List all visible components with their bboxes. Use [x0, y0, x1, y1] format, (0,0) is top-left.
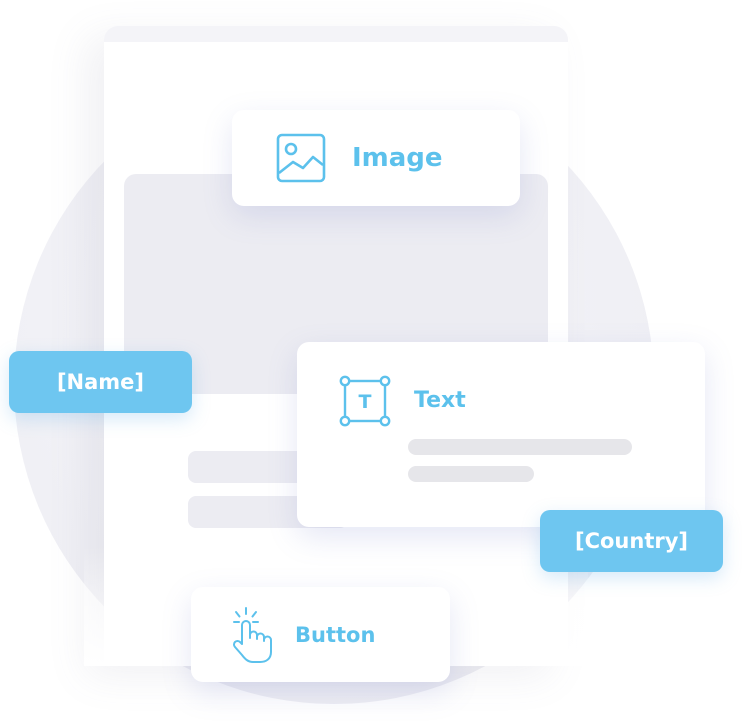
text-content-line — [408, 439, 632, 455]
image-block-label: Image — [352, 143, 443, 173]
image-icon — [276, 133, 326, 183]
text-block-card[interactable]: T Text — [297, 342, 705, 527]
text-block-label: Text — [414, 388, 466, 413]
button-block-card[interactable]: Button — [191, 587, 450, 682]
button-block-label: Button — [295, 622, 376, 647]
text-frame-icon: T — [339, 375, 391, 427]
image-block-card[interactable]: Image — [232, 110, 520, 206]
country-merge-tag[interactable]: [Country] — [540, 510, 723, 572]
text-content-line — [408, 466, 534, 482]
name-merge-tag[interactable]: [Name] — [9, 351, 192, 413]
svg-text:T: T — [359, 391, 372, 413]
tap-hand-icon — [229, 606, 275, 664]
template-header-strip — [104, 26, 568, 42]
